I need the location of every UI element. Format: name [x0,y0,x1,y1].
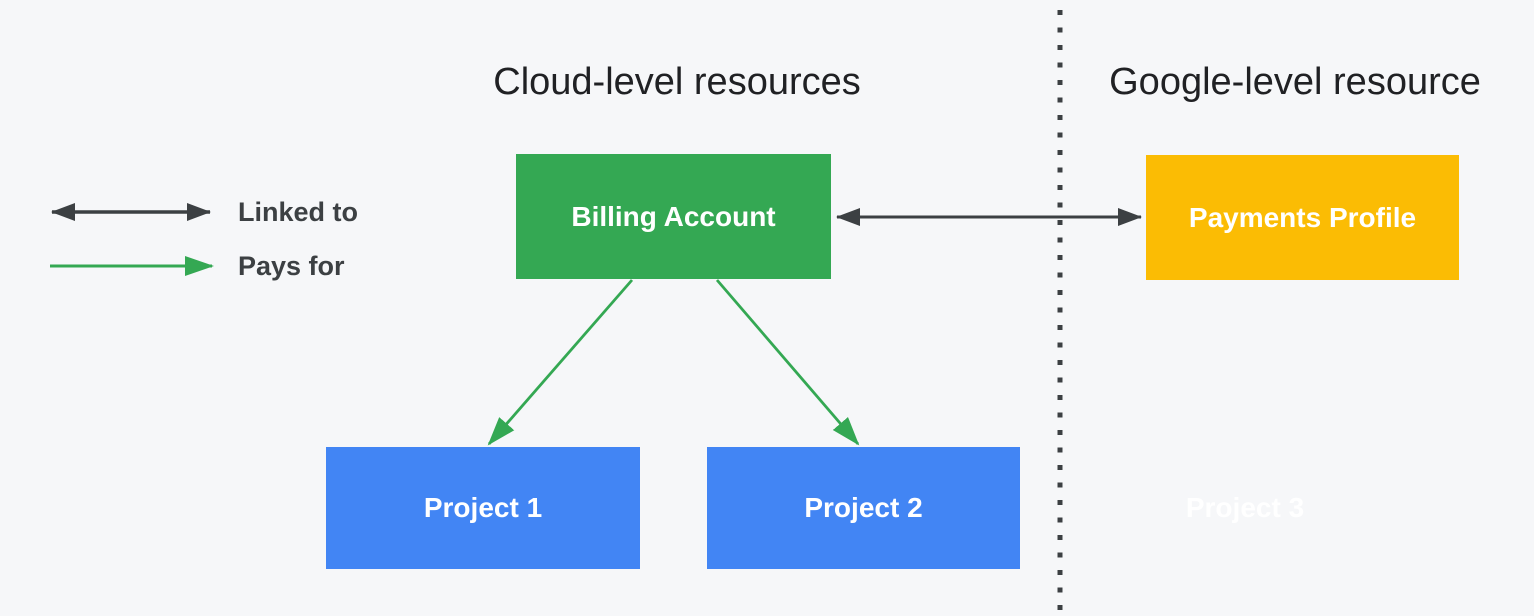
section-title-cloud-level: Cloud-level resources [493,61,861,103]
node-billing-account: Billing Account [516,154,831,279]
legend-label-linked-to: Linked to [238,197,358,227]
pays-for-edge-project-2 [715,279,860,446]
node-project-3: Project 3 [1120,447,1370,569]
section-title-google-level: Google-level resource [1109,61,1481,103]
node-project-2-label: Project 2 [804,492,923,523]
legend-label-pays-for: Pays for [238,251,345,281]
node-project-3-label: Project 3 [1185,492,1305,523]
pays-for-edge-project-1 [487,279,634,446]
node-project-2: Project 2 [707,447,1020,569]
node-billing-account-label: Billing Account [571,200,776,232]
node-payments-profile: Payments Profile [1146,155,1459,280]
node-project-1: Project 1 [326,447,640,569]
node-payments-profile-label: Payments Profile [1188,201,1417,233]
node-project-1-label: Project 1 [423,492,543,523]
